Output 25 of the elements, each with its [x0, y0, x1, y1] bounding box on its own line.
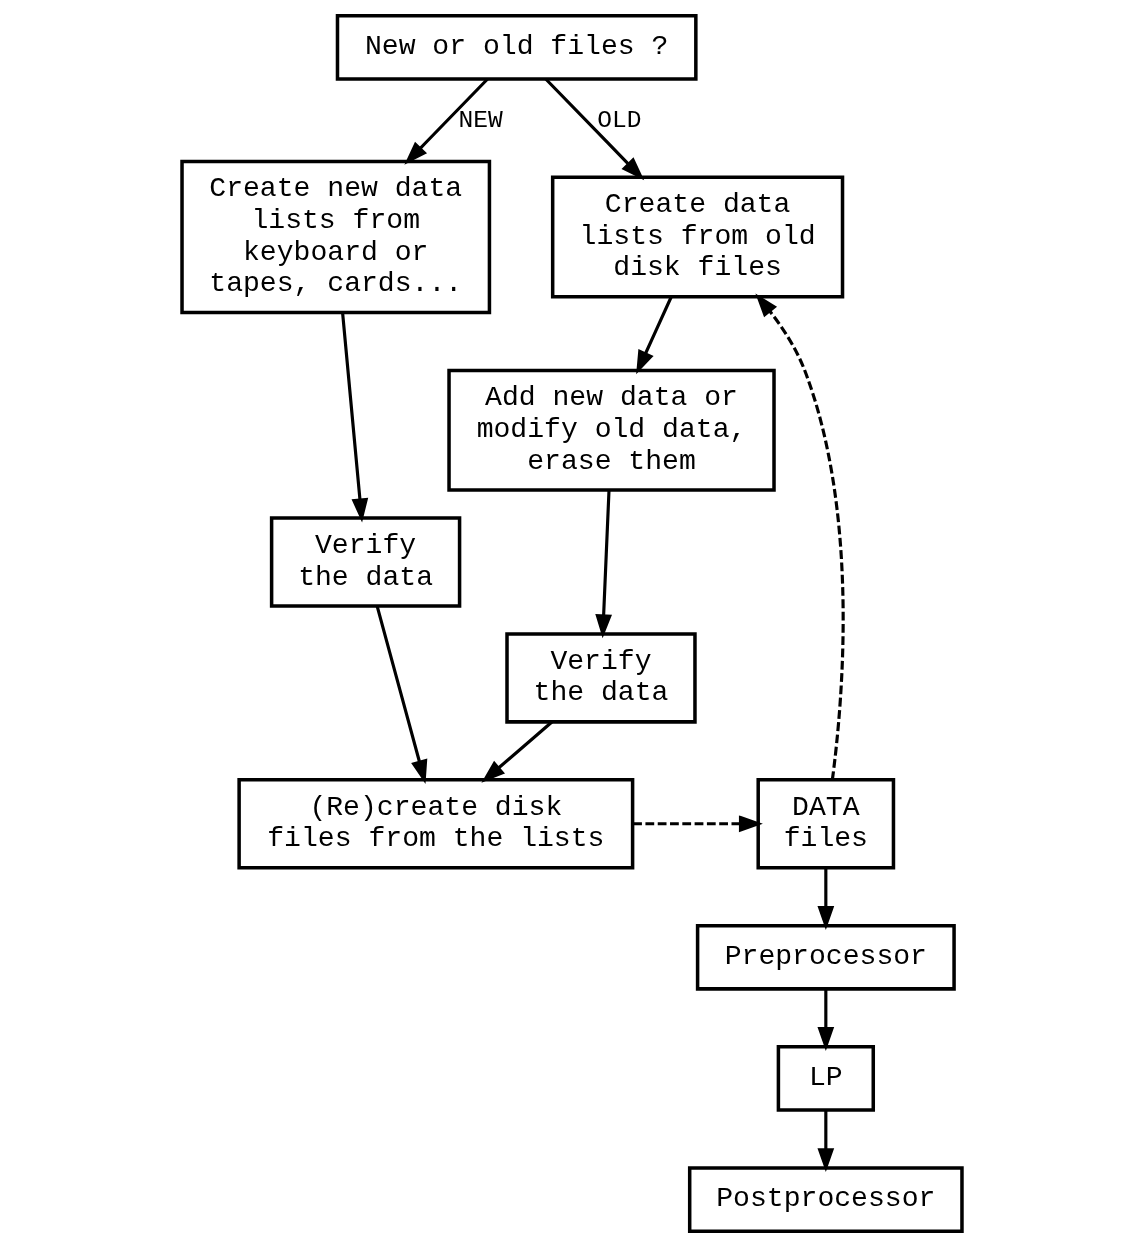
arrow [481, 720, 553, 783]
node-box: Postprocessor [687, 1166, 964, 1234]
node-box: Verify the data [269, 516, 462, 608]
node-box: Create new data lists from keyboard or tapes, cards... [180, 159, 492, 315]
arrow [544, 77, 645, 181]
arrow [595, 490, 613, 639]
node-box: DATA files [756, 778, 896, 870]
arrow [633, 815, 763, 833]
arrow [755, 293, 845, 780]
arrow [636, 296, 673, 375]
node-box: Verify the data [505, 632, 697, 724]
edge-label: NEW [458, 106, 503, 134]
node-box: Preprocessor [695, 923, 956, 991]
arrow [817, 989, 835, 1051]
node-box: (Re)create disk files from the lists [237, 778, 635, 870]
node-box: Create data lists from old disk files [550, 175, 845, 299]
node-box: Add new data or modify old data, erase them [447, 368, 776, 492]
arrow [817, 1110, 835, 1173]
node-box: New or old files ? [335, 13, 698, 81]
arrow [817, 868, 835, 930]
arrow [375, 606, 428, 784]
edge-label: OLD [597, 106, 642, 134]
arrow [341, 313, 369, 523]
arrow [404, 77, 489, 165]
node-box: LP [776, 1045, 875, 1112]
